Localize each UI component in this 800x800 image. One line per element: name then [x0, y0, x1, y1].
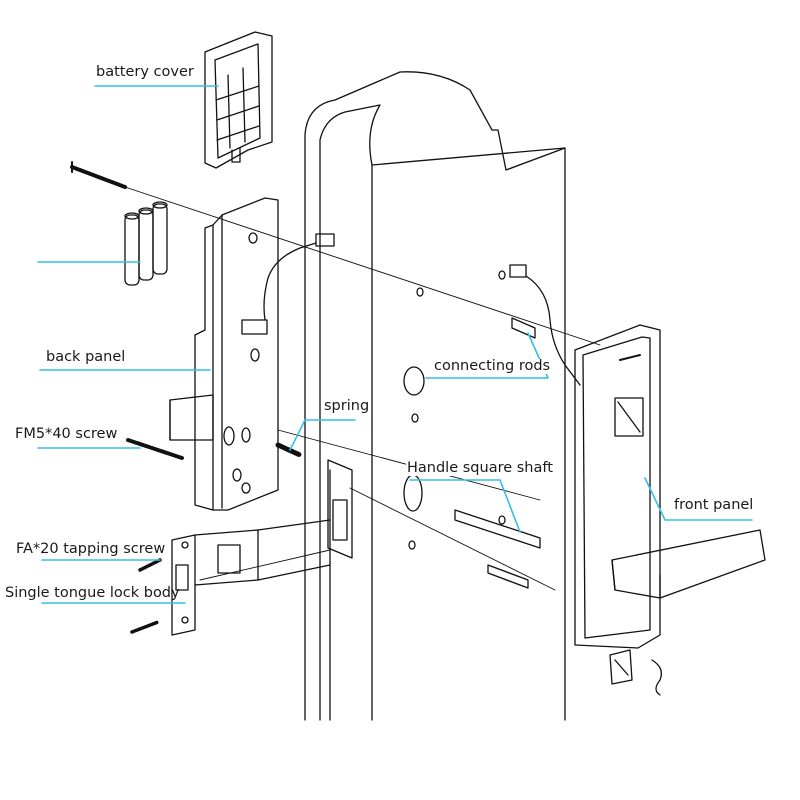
spring-part: [275, 442, 303, 458]
label-front-panel: front panel: [673, 497, 755, 513]
label-back-panel: back panel: [46, 349, 126, 365]
batteries-part: [124, 201, 168, 286]
leader-lines: [37, 85, 753, 604]
door-slab: [304, 71, 566, 721]
label-fa-screw: FA*20 tapping screw: [16, 541, 166, 557]
assembly-lines: [124, 186, 601, 591]
tapping-screws: [130, 558, 162, 634]
long-screw-top: [70, 161, 127, 189]
label-connecting-rods: connecting rods: [433, 358, 552, 374]
label-spring: spring: [323, 398, 371, 414]
label-lock-body: Single tongue lock body: [5, 585, 180, 601]
label-fm-screw: FM5*40 screw: [15, 426, 118, 442]
handle-shaft-part: [454, 509, 541, 589]
back-panel-part: [169, 197, 335, 511]
lock-body-part: [171, 519, 331, 636]
fm-screw-part: [126, 438, 184, 460]
label-handle-shaft: Handle square shaft: [406, 460, 554, 476]
front-panel-part: [574, 324, 766, 696]
strike-plate: [327, 459, 353, 559]
label-battery-cover: battery cover: [96, 64, 194, 80]
battery-cover-part: [204, 31, 273, 169]
connecting-rods-part: [509, 264, 581, 386]
